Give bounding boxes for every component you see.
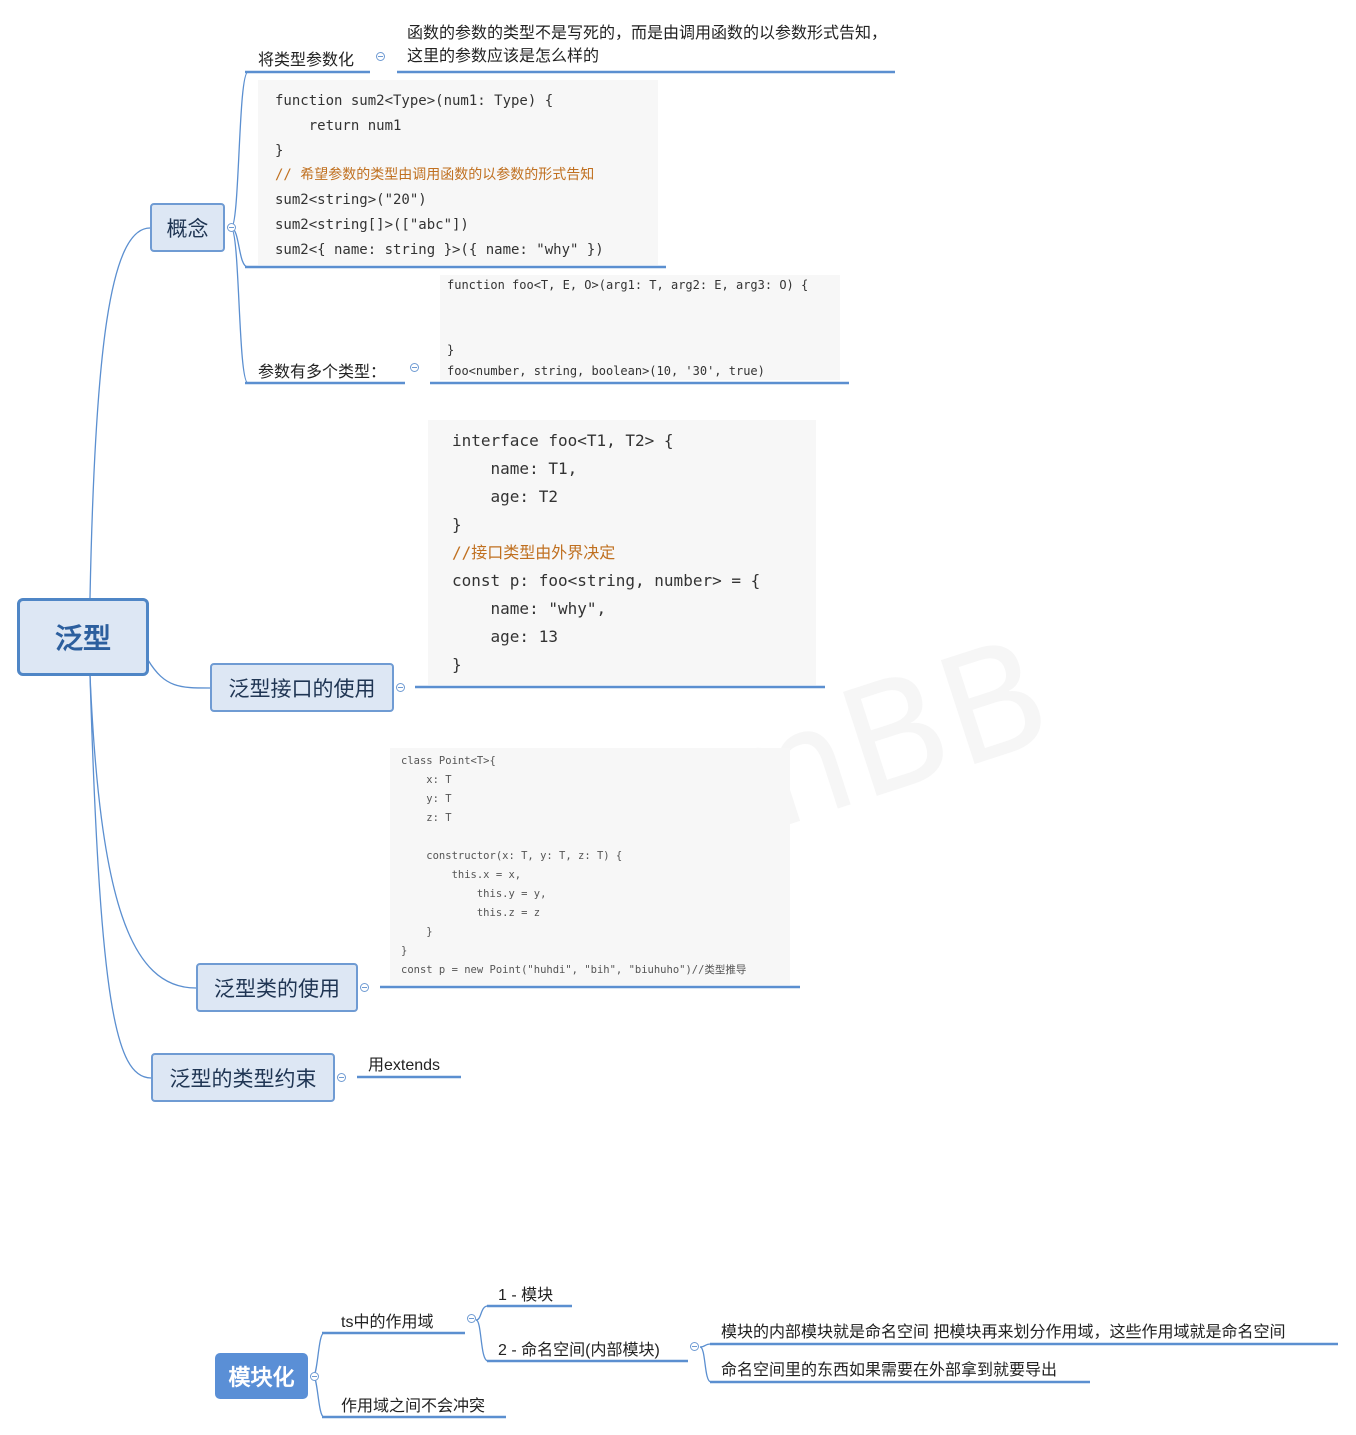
code-line: const p: foo<string, number> = { — [452, 571, 761, 590]
code-line: } — [447, 342, 455, 357]
code-block-sum2[interactable]: function sum2<Type>(num1: Type) { return… — [258, 80, 658, 265]
collapse-icon[interactable] — [337, 1073, 346, 1082]
code-line: function foo<T, E, O>(arg1: T, arg2: E, … — [447, 278, 809, 292]
label-no-conflict[interactable]: 作用域之间不会冲突 — [341, 1398, 486, 1415]
code-line: class Point<T>{ — [401, 755, 496, 767]
code-line: // 希望参数的类型由调用函数的以参数的形式告知 — [275, 167, 595, 184]
code-line: //接口类型由外界决定 — [452, 543, 616, 562]
code-line: } — [401, 945, 408, 957]
code-block-interface[interactable]: interface foo<T1, T2> { name: T1, age: T… — [428, 420, 816, 685]
code-line: this.y = y, — [401, 888, 547, 900]
code-line: name: T1, — [452, 459, 578, 478]
code-line: y: T — [401, 793, 452, 805]
collapse-icon[interactable] — [360, 983, 369, 992]
code-line: age: T2 — [452, 487, 558, 506]
label-namespace[interactable]: 2 - 命名空间(内部模块) — [498, 1342, 660, 1359]
code-line: } — [452, 655, 462, 674]
code-line: function sum2<Type>(num1: Type) { — [275, 93, 554, 109]
code-line — [447, 318, 833, 340]
note-extends[interactable]: 用extends — [368, 1057, 441, 1074]
code-line: x: T — [401, 774, 452, 786]
note-namespace-1[interactable]: 模块的内部模块就是命名空间 把模块再来划分作用域，这些作用域就是命名空间 — [721, 1324, 1286, 1341]
code-line: sum2<{ name: string }>({ name: "why" }) — [275, 241, 604, 258]
collapse-icon[interactable] — [310, 1372, 319, 1381]
code-line — [447, 297, 833, 319]
code-line: z: T — [401, 812, 452, 824]
collapse-icon[interactable] — [396, 683, 405, 692]
code-line: sum2<string[]>(["abc"]) — [275, 216, 469, 233]
collapse-icon[interactable] — [690, 1342, 699, 1351]
collapse-icon[interactable] — [227, 223, 236, 232]
code-line: sum2<string>("20") — [275, 192, 427, 209]
note-param[interactable]: 函数的参数的类型不是写死的，而是由调用函数的以参数形式告知，这里的参数应该是怎么… — [407, 25, 888, 65]
code-line: const p = new Point("huhdi", "bih", "biu… — [401, 964, 747, 976]
code-line: this.x = x, — [401, 869, 522, 881]
code-block-class[interactable]: class Point<T>{ x: T y: T z: T construct… — [390, 748, 790, 985]
code-line: } — [452, 515, 462, 534]
node-generic-interface[interactable]: 泛型接口的使用 — [210, 663, 394, 712]
note-namespace-2[interactable]: 命名空间里的东西如果需要在外部拿到就要导出 — [721, 1362, 1058, 1379]
node-generic-class[interactable]: 泛型类的使用 — [196, 963, 358, 1012]
node-concept[interactable]: 概念 — [150, 203, 225, 252]
code-line: foo<number, string, boolean>(10, '30', t… — [447, 364, 765, 378]
root-node-modules[interactable]: 模块化 — [215, 1353, 308, 1399]
label-type-parameterize[interactable]: 将类型参数化 — [258, 52, 355, 69]
code-line: } — [275, 142, 284, 159]
collapse-icon[interactable] — [410, 363, 419, 372]
collapse-icon[interactable] — [467, 1314, 476, 1323]
code-line: this.z = z — [401, 907, 541, 919]
code-line: } — [401, 926, 433, 938]
code-line: age: 13 — [452, 627, 558, 646]
label-ts-scope[interactable]: ts中的作用域 — [341, 1314, 434, 1331]
root-node-generics[interactable]: 泛型 — [17, 598, 149, 676]
code-line: name: "why", — [452, 599, 607, 618]
code-line: constructor(x: T, y: T, z: T) { — [401, 850, 623, 862]
collapse-icon[interactable] — [376, 52, 385, 61]
code-line: return num1 — [275, 117, 402, 134]
node-generic-constraint[interactable]: 泛型的类型约束 — [151, 1053, 335, 1102]
label-multi-type[interactable]: 参数有多个类型： — [258, 364, 387, 381]
code-line: interface foo<T1, T2> { — [452, 431, 674, 450]
code-block-foo[interactable]: function foo<T, E, O>(arg1: T, arg2: E, … — [440, 275, 840, 380]
code-line — [401, 828, 779, 847]
label-module[interactable]: 1 - 模块 — [498, 1287, 554, 1304]
